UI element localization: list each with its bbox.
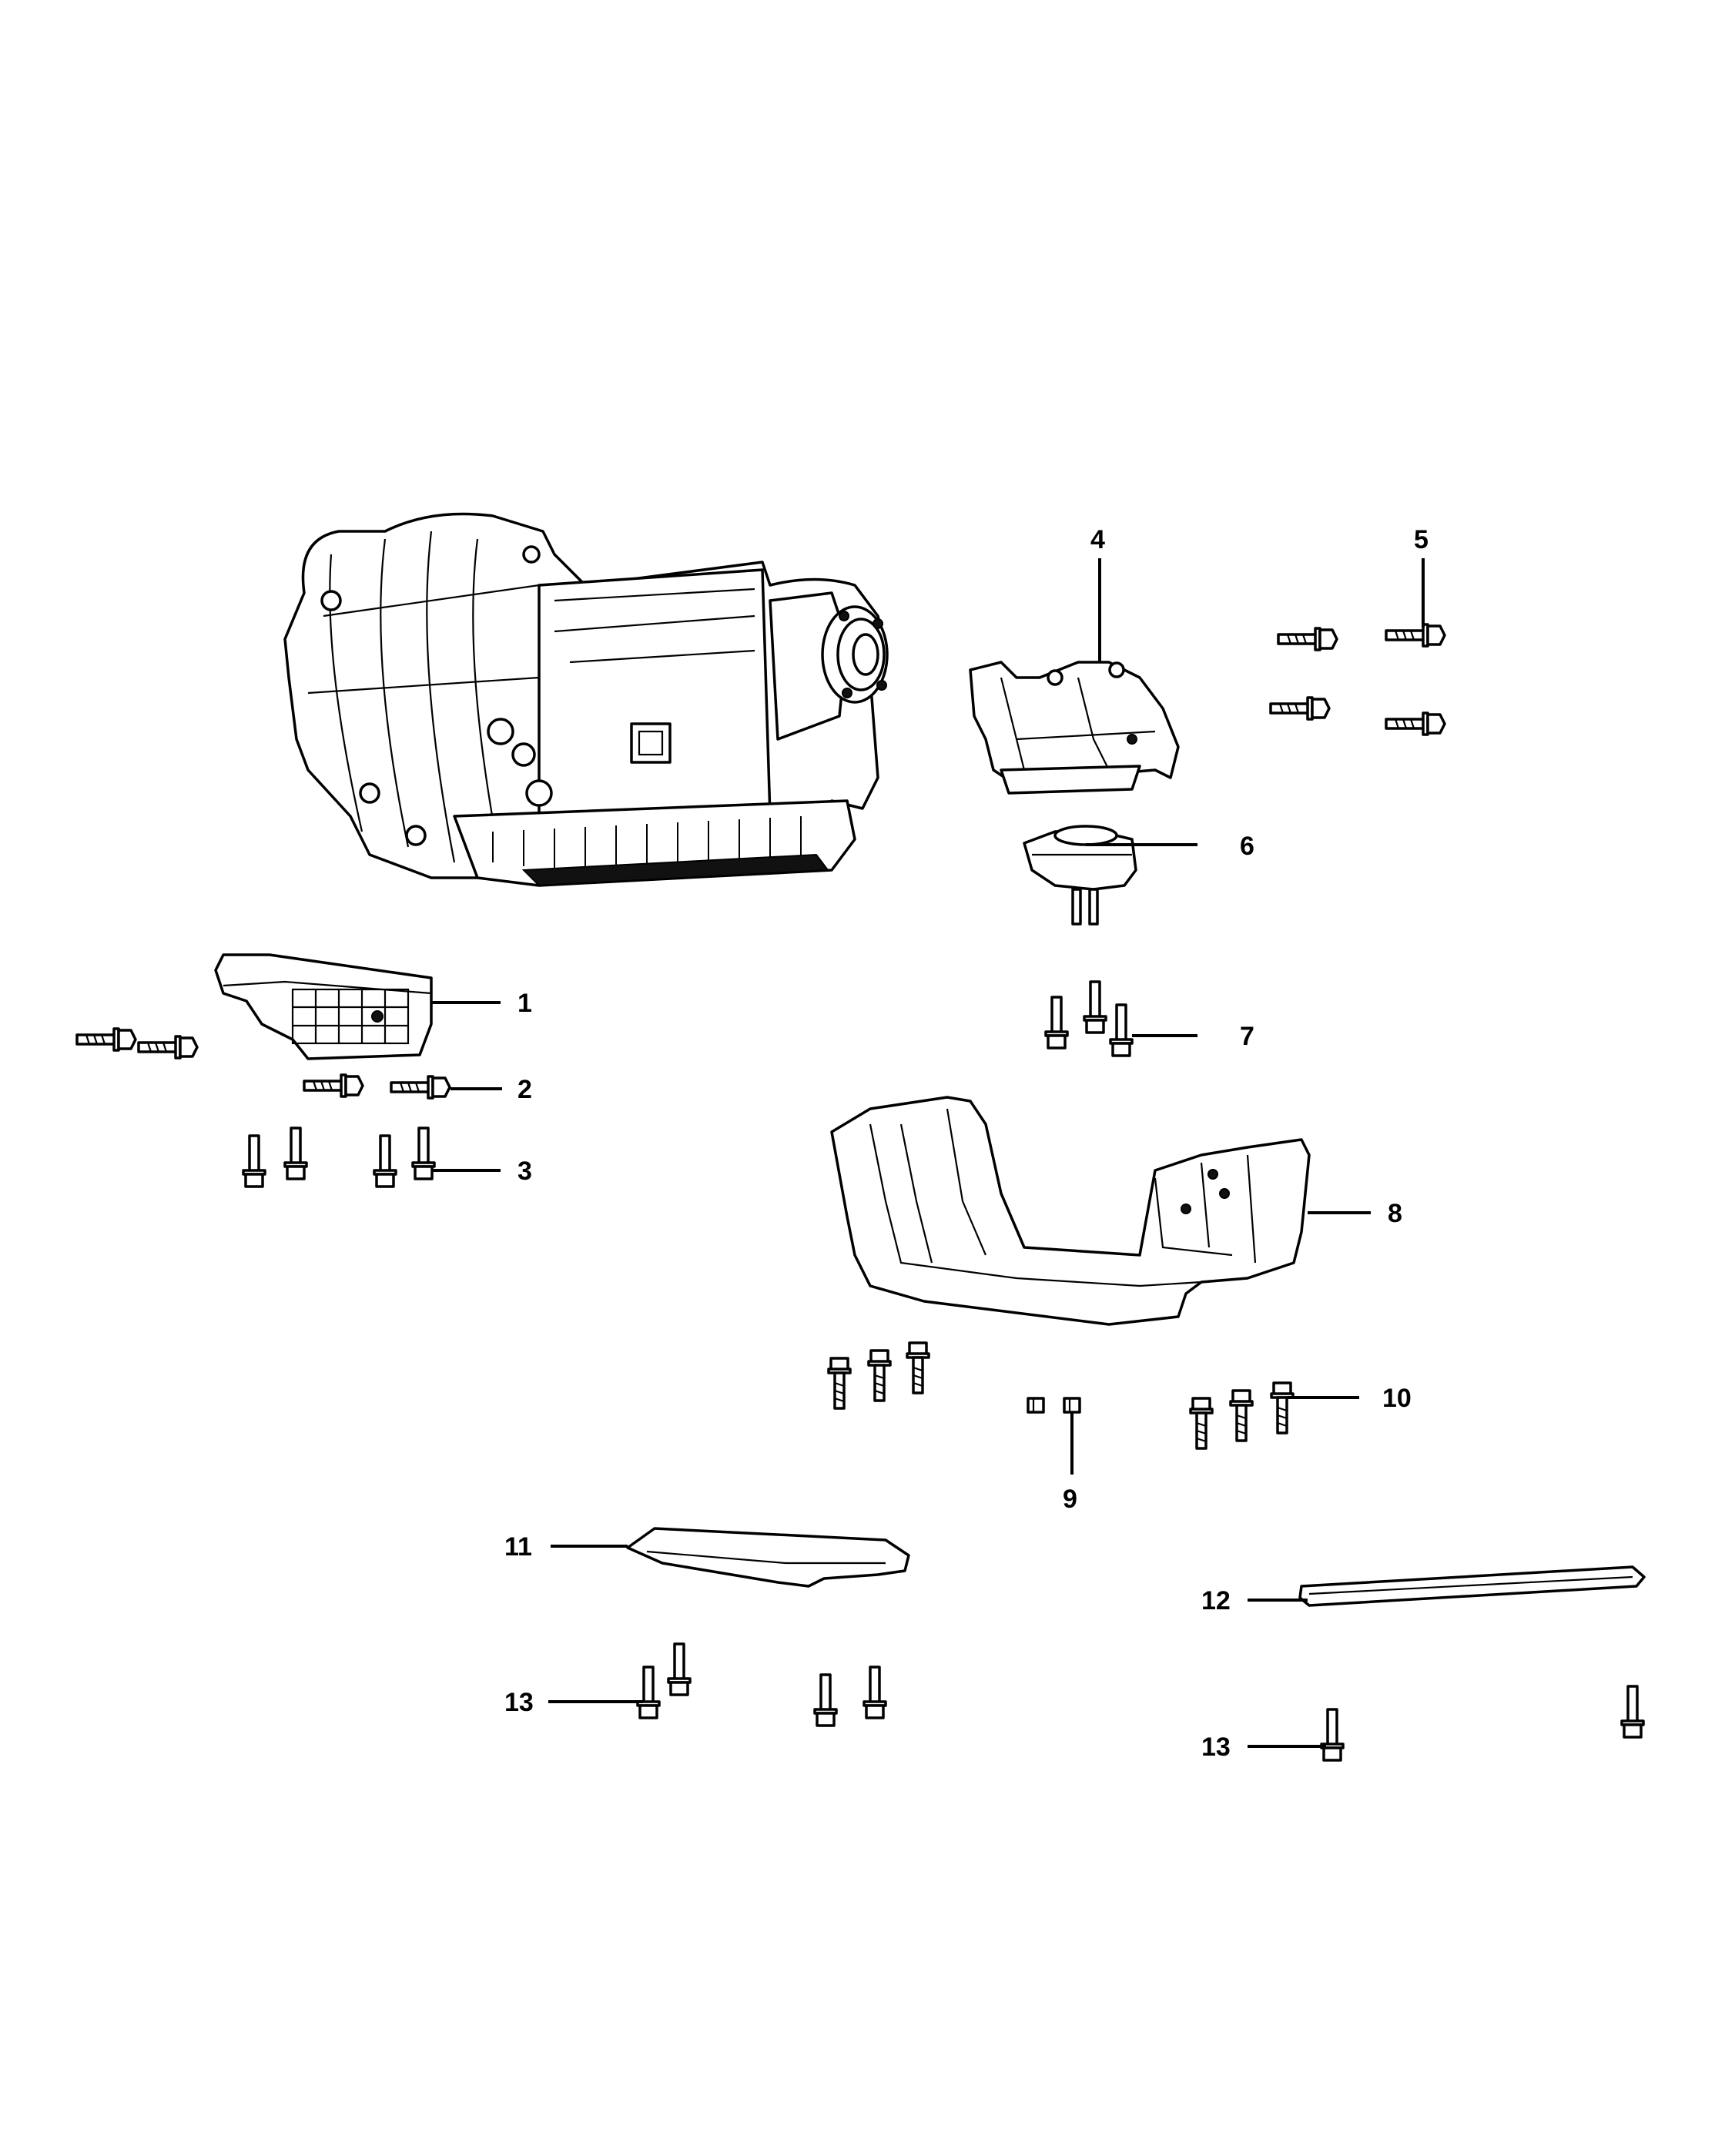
- callout-5: 5: [1414, 525, 1429, 554]
- bolt: [906, 1341, 930, 1394]
- bolt: [636, 1666, 661, 1719]
- part-4-mount-bracket: [969, 661, 1180, 795]
- callout-10: 10: [1382, 1384, 1412, 1413]
- bolt: [137, 1035, 199, 1060]
- bolt: [1044, 996, 1069, 1050]
- callout-1: 1: [518, 989, 532, 1018]
- bolt: [411, 1127, 436, 1180]
- bolt: [390, 1075, 451, 1100]
- callout-4: 4: [1090, 525, 1105, 554]
- bolt: [862, 1666, 887, 1719]
- bolt: [1620, 1685, 1645, 1739]
- callout-11: 11: [504, 1532, 532, 1562]
- callout-7: 7: [1240, 1022, 1254, 1051]
- bolt: [303, 1073, 364, 1098]
- bolt: [1385, 623, 1446, 648]
- callout-8: 8: [1388, 1199, 1402, 1228]
- bolt: [1320, 1708, 1345, 1762]
- bolt: [1083, 980, 1107, 1034]
- part-6-insulator: [1023, 825, 1137, 926]
- bolt: [867, 1349, 892, 1402]
- bolt: [667, 1642, 692, 1696]
- transmission-assembly: [283, 512, 889, 887]
- callout-6: 6: [1240, 832, 1254, 861]
- bolt: [1189, 1397, 1214, 1450]
- bolt: [1277, 627, 1338, 651]
- part-1-shield-plate: [214, 953, 433, 1060]
- callout-2: 2: [518, 1075, 532, 1104]
- callout-13-right: 13: [1201, 1732, 1231, 1762]
- nut: [1027, 1397, 1045, 1414]
- bolt: [1269, 696, 1331, 721]
- part-8-skid-plate: [830, 1096, 1311, 1326]
- bolt: [1109, 1003, 1134, 1057]
- part-11-plate: [626, 1527, 910, 1588]
- nut: [1063, 1397, 1081, 1414]
- bolt: [373, 1134, 397, 1188]
- bolt: [75, 1027, 137, 1052]
- bolt: [827, 1357, 852, 1410]
- bolt: [1229, 1389, 1254, 1442]
- bolt: [1270, 1381, 1295, 1435]
- callout-12: 12: [1201, 1586, 1231, 1615]
- leader-lines: [431, 558, 1425, 1748]
- bolt: [813, 1673, 838, 1727]
- bolt: [1385, 711, 1446, 736]
- bolt: [242, 1134, 266, 1188]
- callout-13-left: 13: [504, 1688, 534, 1717]
- callout-labels: 1 2 3 4 5 6 7 8 9 10 11 12 13 13: [504, 525, 1429, 1762]
- callout-9: 9: [1063, 1485, 1077, 1514]
- part-12-rail: [1298, 1565, 1646, 1607]
- callout-3: 3: [518, 1157, 532, 1186]
- bolt: [283, 1127, 308, 1180]
